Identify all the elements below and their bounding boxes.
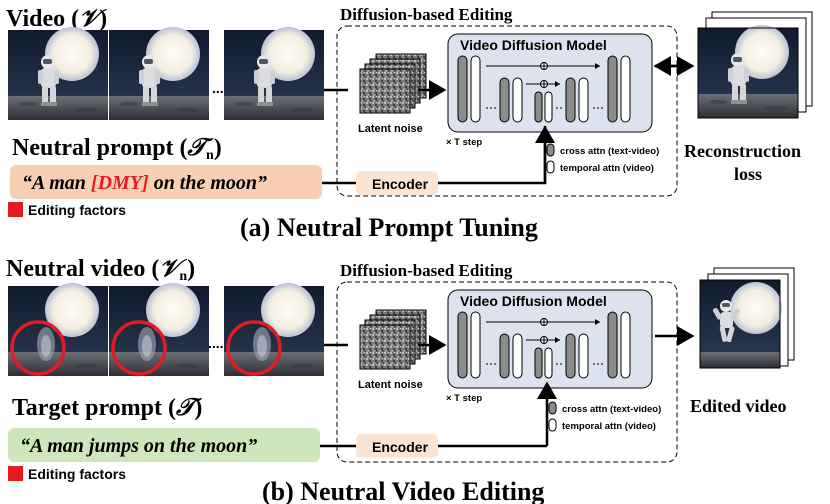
cross-attn-legend-icon xyxy=(546,143,555,157)
caption-b: (b) Neutral Video Editing xyxy=(262,477,544,504)
prompt-heading: Neutral prompt (𝒯n) xyxy=(12,135,222,163)
video-frame xyxy=(109,27,209,120)
encoder-label: Encoder xyxy=(372,439,429,455)
legend-temporal: temporal attn (video) xyxy=(560,163,654,174)
edited-video-label: Edited video xyxy=(690,396,787,416)
editing-box xyxy=(336,281,678,463)
edit-region-circle xyxy=(111,320,167,376)
latent-noise-icon xyxy=(359,309,427,370)
legend-cross: cross attn (text-video) xyxy=(562,404,661,415)
caption-a: (a) Neutral Prompt Tuning xyxy=(240,213,538,242)
latent-noise-icon xyxy=(359,53,427,114)
encoder-label: Encoder xyxy=(372,176,429,192)
neutral-video-frames: ...... xyxy=(8,283,324,376)
edited-frames xyxy=(699,267,795,369)
encoder-box xyxy=(356,171,438,195)
panel-b: Neutral video (𝒱n) ...... Diffusion-base… xyxy=(6,256,795,504)
target-prompt-box xyxy=(8,428,320,462)
neutral-prompt-box xyxy=(10,165,322,199)
editing-factors-label: Editing factors xyxy=(28,466,126,482)
tstep-label: × T step xyxy=(446,137,482,148)
video-frame xyxy=(224,27,324,120)
legend-cross: cross attn (text-video) xyxy=(560,146,659,157)
temporal-attn-legend-icon xyxy=(548,418,557,432)
editing-factor-swatch xyxy=(8,202,23,217)
target-prompt-text: “A man jumps on the moon” xyxy=(20,435,257,457)
temporal-attn-legend-icon xyxy=(546,160,555,174)
encoder-box xyxy=(356,434,438,458)
neutral-prompt-text: “A man [DMY] on the moon” xyxy=(22,172,267,194)
model-title: Video Diffusion Model xyxy=(460,293,607,309)
target-prompt-heading: Target prompt (𝒯) xyxy=(12,395,202,421)
latent-label: Latent noise xyxy=(358,123,423,135)
encoder-connector xyxy=(435,126,547,185)
edit-region-circle xyxy=(10,320,66,376)
section-title: Diffusion-based Editing xyxy=(340,261,513,280)
legend-temporal: temporal attn (video) xyxy=(562,421,656,432)
video-label: Video (𝒱) xyxy=(6,6,107,32)
section-title: Diffusion-based Editing xyxy=(340,5,513,24)
neutral-video-label: Neutral video (𝒱n) xyxy=(6,256,195,284)
panel-a: Video (𝒱) ...... Diffusion-based Editing… xyxy=(6,5,813,242)
video-frames: ...... xyxy=(8,27,324,120)
editing-factors-label: Editing factors xyxy=(28,202,126,218)
editing-box xyxy=(336,25,678,197)
reconstruction-frames xyxy=(697,11,813,119)
video-frame xyxy=(8,27,108,120)
edit-region-circle xyxy=(226,320,282,376)
editing-factor-swatch xyxy=(8,466,23,481)
edited-frame xyxy=(700,280,782,368)
reconstruction-label: Reconstruction xyxy=(684,141,801,161)
latent-label: Latent noise xyxy=(358,379,423,391)
loss-label: loss xyxy=(734,164,762,184)
cross-attn-legend-icon xyxy=(548,401,557,415)
model-title: Video Diffusion Model xyxy=(460,37,607,53)
tstep-label: × T step xyxy=(446,393,482,404)
reconstructed-frame xyxy=(698,25,798,118)
